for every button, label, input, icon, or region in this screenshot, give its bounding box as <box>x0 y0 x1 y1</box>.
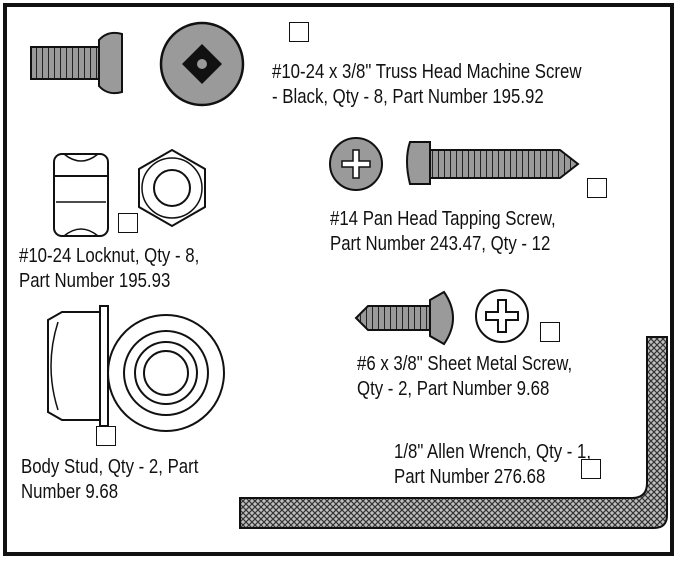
sheet-screw-label: #6 x 3/8" Sheet Metal Screw, Qty - 2, Pa… <box>357 353 573 400</box>
truss-screw-top-icon <box>159 21 245 107</box>
allen-wrench-checkbox[interactable] <box>581 459 601 479</box>
pan-screw-side-icon <box>406 141 580 185</box>
locknut-label: #10-24 Locknut, Qty - 8, Part Number 195… <box>19 245 200 292</box>
locknut-top-icon <box>138 148 206 228</box>
hardware-panel <box>3 3 674 556</box>
truss-screw-side-icon <box>30 31 123 95</box>
truss-screw-label: #10-24 x 3/8" Truss Head Machine Screw -… <box>272 61 582 108</box>
body-stud-checkbox[interactable] <box>96 426 116 446</box>
pan-screw-checkbox[interactable] <box>587 178 607 198</box>
locknut-side-icon <box>53 153 109 237</box>
body-stud-top-icon <box>107 314 225 432</box>
sheet-screw-checkbox[interactable] <box>540 322 560 342</box>
pan-screw-top-icon <box>329 137 383 191</box>
allen-wrench-label: 1/8" Allen Wrench, Qty - 1, Part Number … <box>394 441 592 488</box>
pan-screw-label: #14 Pan Head Tapping Screw, Part Number … <box>330 208 556 255</box>
body-stud-label: Body Stud, Qty - 2, Part Number 9.68 <box>21 456 199 503</box>
truss-screw-checkbox[interactable] <box>289 22 309 42</box>
body-stud-side-icon <box>47 305 109 427</box>
locknut-checkbox[interactable] <box>118 213 138 233</box>
sheet-screw-top-icon <box>475 289 529 343</box>
allen-wrench-icon <box>239 336 668 529</box>
sheet-screw-side-icon <box>354 290 454 346</box>
